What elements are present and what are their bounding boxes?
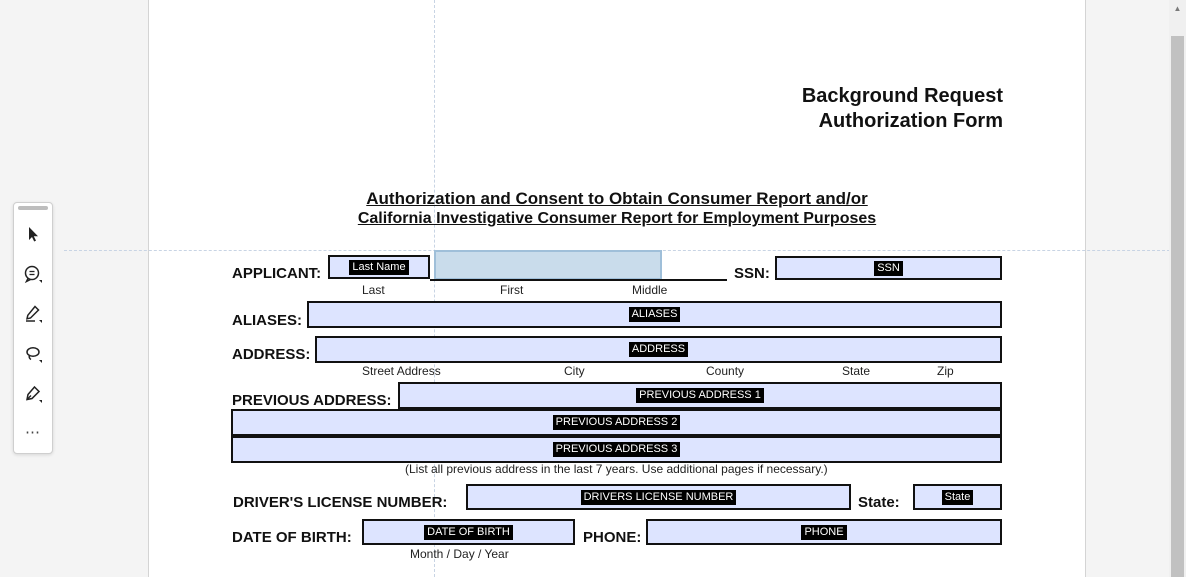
address-sub-county: County: [706, 364, 745, 378]
address-field-tag: ADDRESS: [628, 342, 689, 357]
applicant-label: APPLICANT:: [232, 265, 322, 282]
pen-icon: [26, 385, 42, 403]
ssn-label: SSN:: [734, 265, 770, 282]
address-sub-city: City: [564, 364, 585, 378]
highlighter-icon: [26, 305, 42, 323]
previous-address-2-field[interactable]: PREVIOUS ADDRESS 2: [231, 409, 1002, 436]
document-title-line-2: Authorization Form: [818, 110, 1003, 132]
aliases-field-tag: ALIASES: [628, 307, 681, 322]
comment-icon: [24, 265, 42, 284]
drivers-license-field[interactable]: DRIVERS LICENSE NUMBER: [466, 484, 851, 510]
scroll-up-arrow-icon[interactable]: ▲: [1173, 4, 1182, 13]
pen-tool-button[interactable]: [19, 380, 47, 408]
previous-address-label: PREVIOUS ADDRESS:: [232, 392, 392, 409]
highlighter-tool-button[interactable]: [19, 300, 47, 328]
select-tool-button[interactable]: [19, 220, 47, 248]
drivers-license-field-tag: DRIVERS LICENSE NUMBER: [580, 489, 737, 505]
license-state-field-tag: State: [941, 489, 974, 505]
lasso-icon: [26, 347, 42, 363]
first-middle-name-field[interactable]: [434, 250, 662, 280]
dob-label: DATE OF BIRTH:: [232, 529, 352, 546]
vertical-guide-line: [434, 0, 435, 577]
license-state-field[interactable]: State: [913, 484, 1002, 510]
address-label: ADDRESS:: [232, 346, 311, 363]
dob-sub-format: Month / Day / Year: [410, 547, 509, 561]
aliases-label: ALIASES:: [232, 312, 303, 329]
scrollbar-thumb[interactable]: [1171, 36, 1184, 577]
previous-address-3-field[interactable]: PREVIOUS ADDRESS 3: [231, 436, 1002, 463]
address-sub-zip: Zip: [937, 364, 954, 378]
ssn-field-tag: SSN: [874, 260, 903, 276]
drivers-license-label: DRIVER'S LICENSE NUMBER:: [233, 494, 448, 511]
address-field[interactable]: ADDRESS: [315, 336, 1002, 363]
lasso-tool-button[interactable]: [19, 340, 47, 368]
previous-address-1-tag: PREVIOUS ADDRESS 1: [636, 388, 764, 403]
vertical-scrollbar[interactable]: ▲: [1169, 0, 1186, 577]
applicant-underline: [430, 279, 727, 281]
address-sub-street: Street Address: [362, 364, 441, 378]
phone-field[interactable]: PHONE: [646, 519, 1002, 545]
select-arrow-icon: [29, 227, 38, 242]
applicant-sub-last: Last: [362, 283, 385, 297]
applicant-sub-middle: Middle: [632, 283, 668, 297]
form-heading-line-2: California Investigative Consumer Report…: [357, 210, 877, 227]
aliases-field[interactable]: ALIASES: [307, 301, 1002, 328]
pdf-page: [148, 0, 1086, 577]
dob-field-tag: DATE OF BIRTH: [424, 524, 513, 540]
form-heading-line-1: Authorization and Consent to Obtain Cons…: [366, 189, 868, 208]
license-state-label: State:: [858, 494, 900, 511]
previous-address-3-tag: PREVIOUS ADDRESS 3: [552, 442, 681, 457]
previous-address-2-tag: PREVIOUS ADDRESS 2: [552, 415, 681, 430]
document-title-line-1: Background Request: [801, 85, 1003, 107]
ssn-field[interactable]: SSN: [775, 256, 1002, 280]
dob-field[interactable]: DATE OF BIRTH: [362, 519, 575, 545]
previous-address-1-field[interactable]: PREVIOUS ADDRESS 1: [398, 382, 1002, 409]
applicant-sub-first: First: [500, 283, 524, 297]
toolbar-drag-handle[interactable]: [18, 206, 48, 210]
annotation-toolbar: ⋯: [13, 202, 53, 454]
phone-field-tag: PHONE: [801, 524, 847, 540]
last-name-field[interactable]: Last Name: [328, 255, 430, 279]
last-name-field-tag: Last Name: [349, 259, 409, 275]
more-tools-button[interactable]: ⋯: [25, 424, 41, 441]
previous-address-note: (List all previous address in the last 7…: [405, 462, 828, 476]
phone-label: PHONE:: [583, 529, 642, 546]
address-sub-state: State: [842, 364, 871, 378]
comment-tool-button[interactable]: [19, 260, 47, 288]
